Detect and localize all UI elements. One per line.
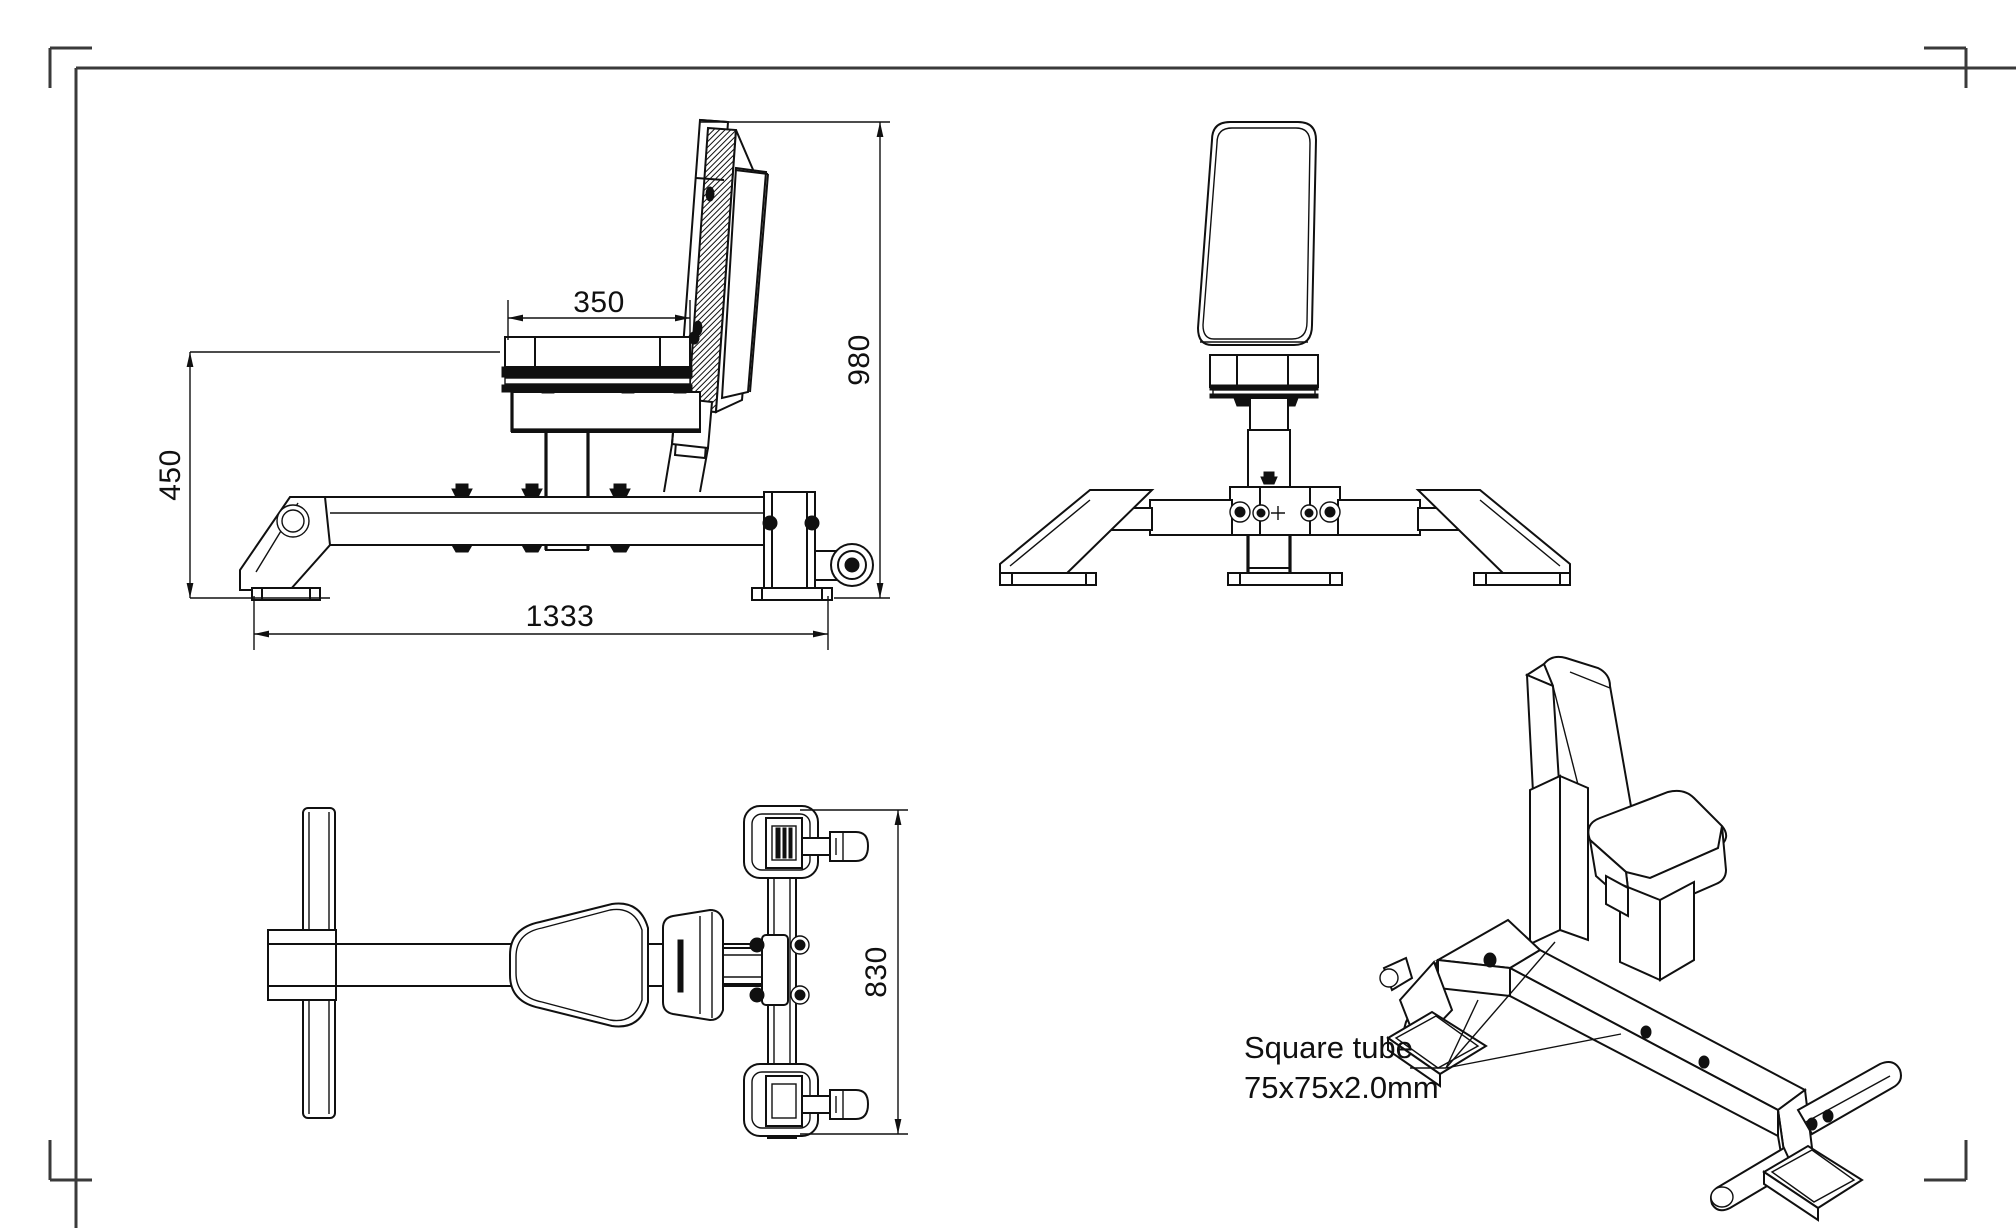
iso-rear-foot xyxy=(1710,1061,1902,1222)
iso-back-post xyxy=(1529,774,1589,946)
front-foot-center xyxy=(1227,572,1343,586)
dim-base-width: 830 xyxy=(800,809,908,1135)
front-elevation-view xyxy=(999,121,1571,586)
plan-foot-bottom xyxy=(743,1063,870,1137)
iso-note-leaders xyxy=(1410,941,1622,1069)
sheet-border xyxy=(74,66,2016,1228)
side-seat-pad xyxy=(501,336,701,433)
plan-backrest-pad xyxy=(662,908,724,1022)
front-pedestal-column xyxy=(1247,397,1291,569)
side-base-frame xyxy=(239,483,874,601)
iso-front-leg xyxy=(1379,918,1542,1088)
front-backrest-pad xyxy=(1196,121,1318,346)
dim-seat-height: 450 xyxy=(154,351,500,599)
side-elevation-view: 350 450 980 1333 xyxy=(154,118,890,650)
front-foot-right xyxy=(1473,572,1571,586)
square-tube-note: Square tube 75x75x2.0mm xyxy=(1244,1030,1439,1105)
side-frame-bolts xyxy=(451,483,631,553)
dim-back-height: 980 xyxy=(700,121,890,599)
plan-seat-pad xyxy=(509,902,649,1028)
dim-label-1333: 1333 xyxy=(526,600,595,633)
dim-label-450: 450 xyxy=(154,449,187,501)
note-line-1: Square tube xyxy=(1244,1030,1413,1065)
top-plan-view: 830 xyxy=(267,805,908,1139)
front-foot-left xyxy=(999,572,1097,586)
dim-label-980: 980 xyxy=(843,334,876,386)
dim-label-830: 830 xyxy=(860,946,893,998)
dim-label-350: 350 xyxy=(573,286,625,319)
plan-foot-top xyxy=(743,805,870,879)
dim-seat-depth: 350 xyxy=(507,286,691,340)
isometric-view: Square tube 75x75x2.0mm xyxy=(1244,655,1902,1222)
note-line-2: 75x75x2.0mm xyxy=(1244,1070,1439,1105)
iso-seat-post xyxy=(1605,874,1695,982)
dim-base-length: 1333 xyxy=(253,596,829,650)
front-base-frame xyxy=(999,486,1571,586)
